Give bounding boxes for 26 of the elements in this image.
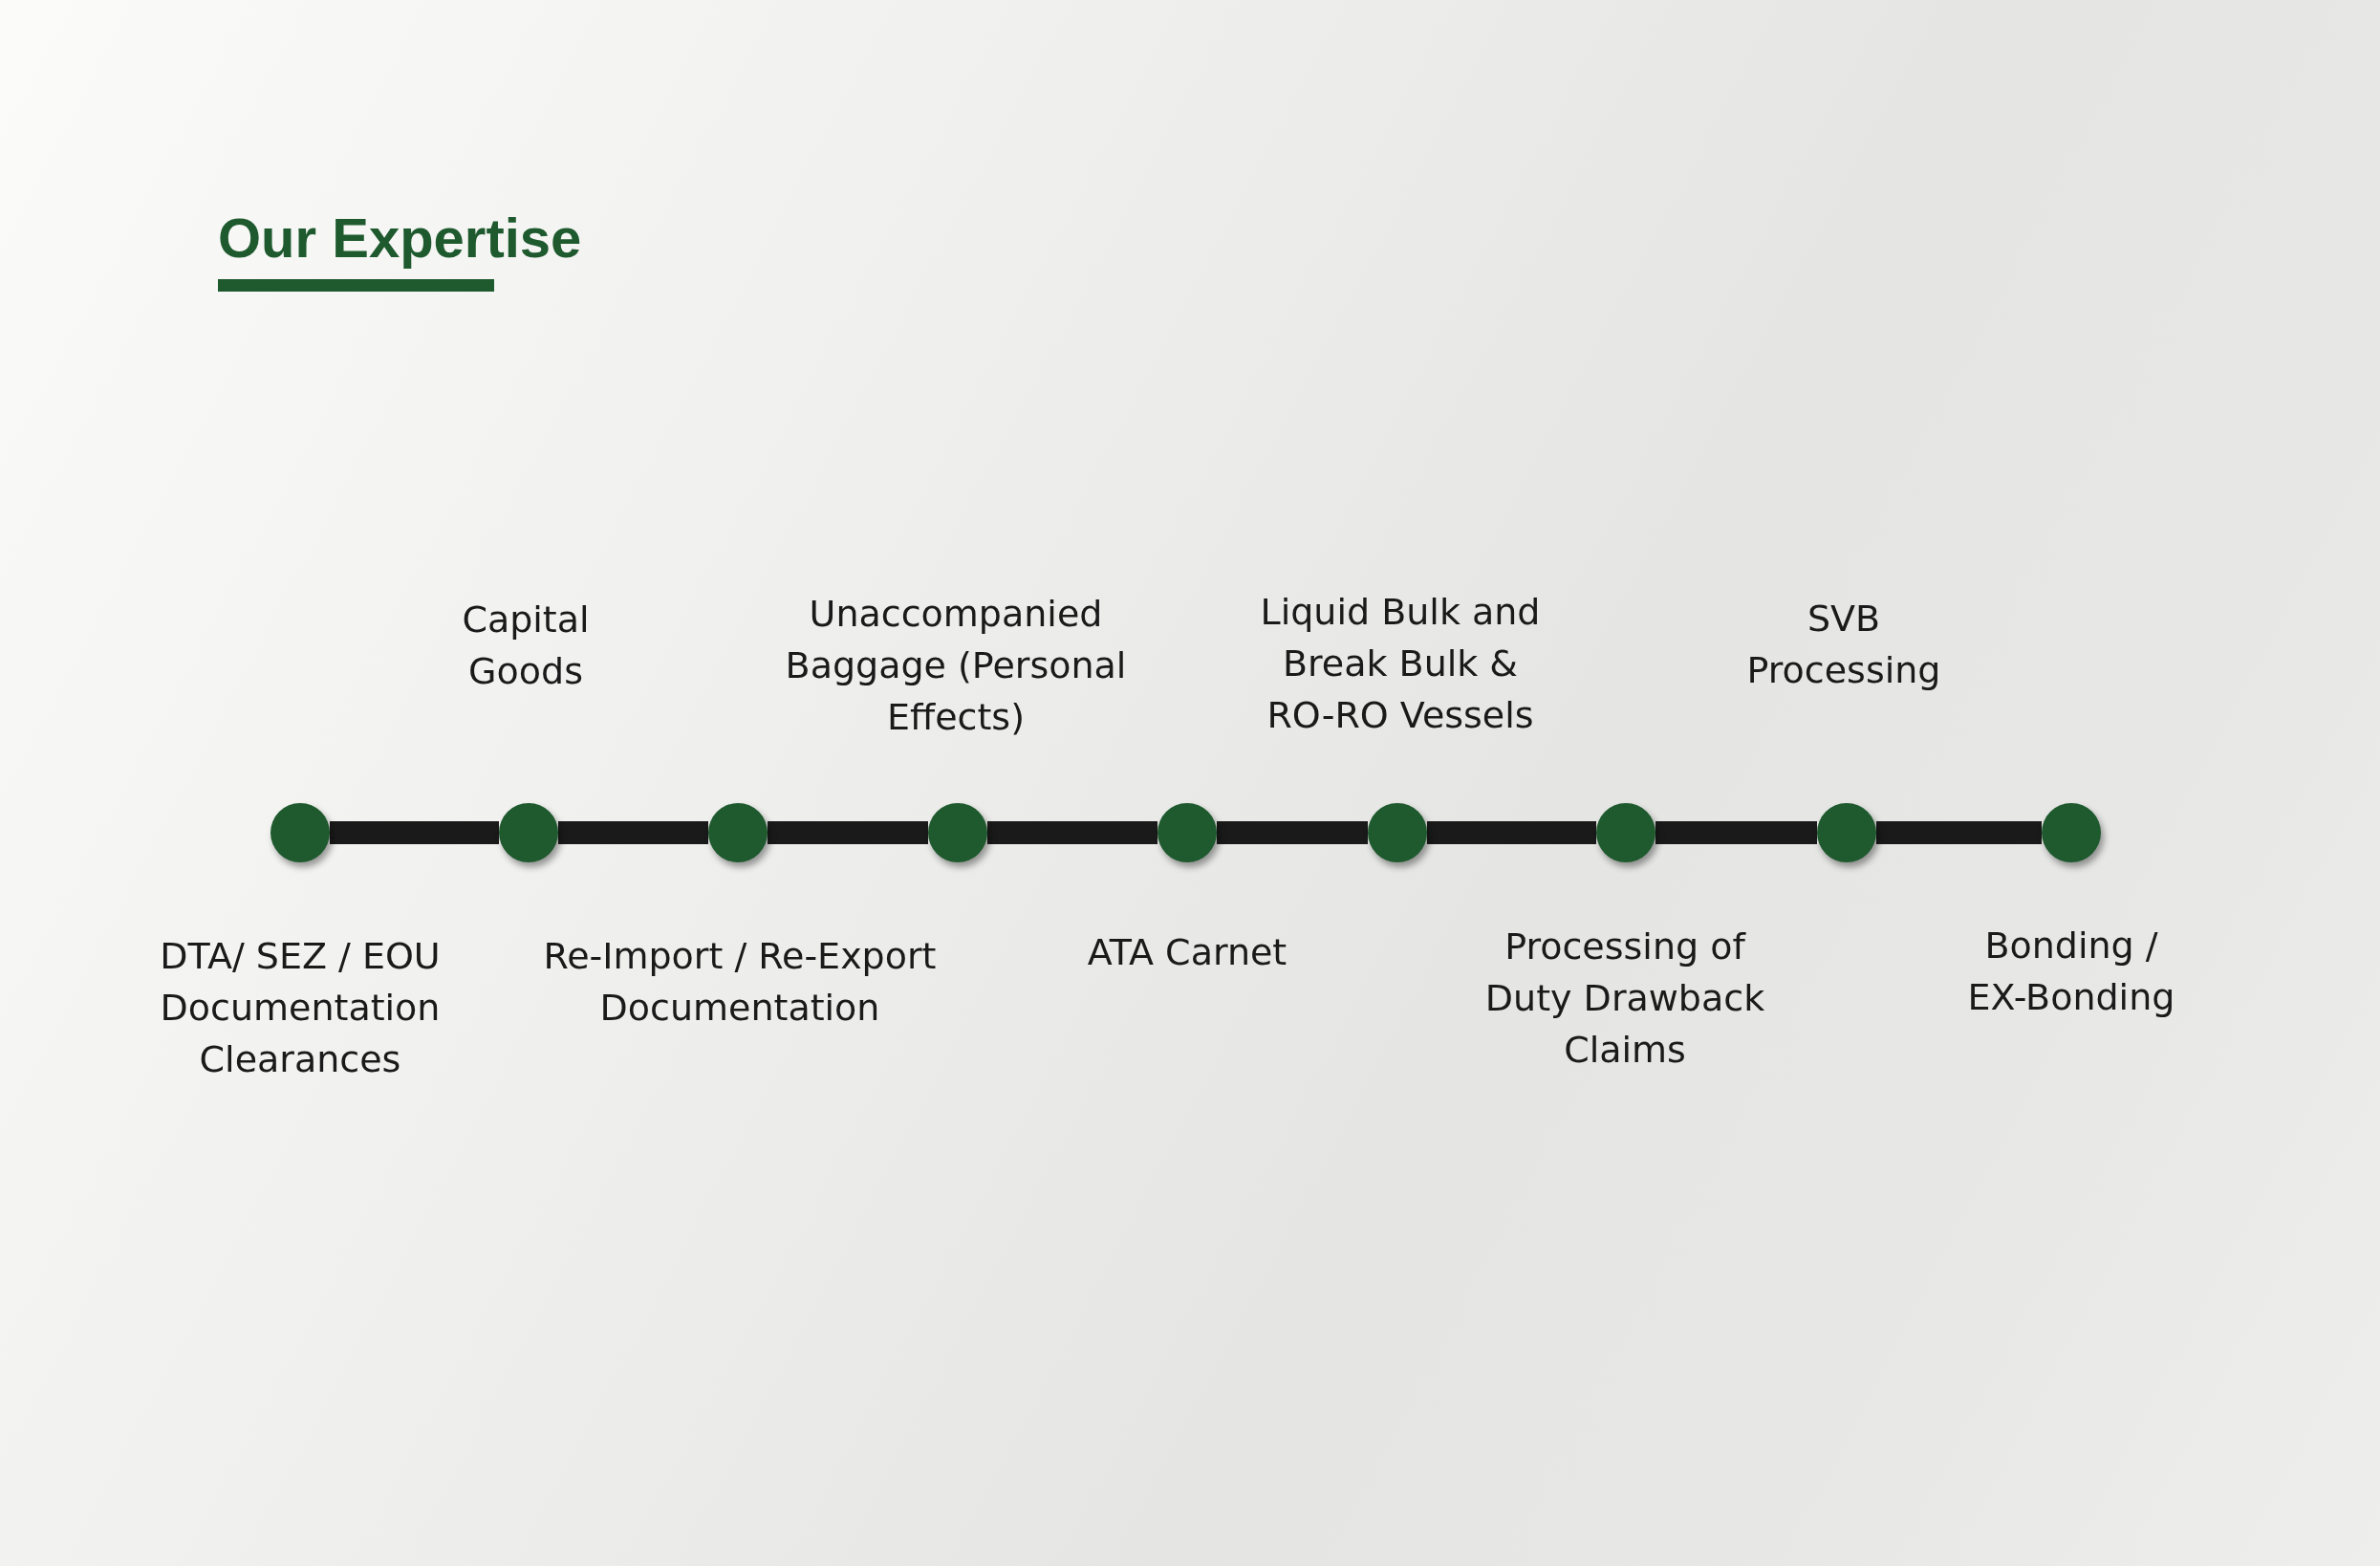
timeline-dot bbox=[270, 803, 330, 862]
timeline-dot bbox=[499, 803, 558, 862]
timeline-dot bbox=[1596, 803, 1655, 862]
timeline-connector bbox=[1427, 821, 1596, 844]
timeline-dot bbox=[1158, 803, 1217, 862]
timeline-connector bbox=[330, 821, 499, 844]
timeline-connector bbox=[768, 821, 928, 844]
timeline-connector bbox=[558, 821, 708, 844]
milestone-label: Liquid Bulk and Break Bulk & RO-RO Vessels bbox=[1259, 590, 1542, 738]
milestone-label: Re-Import / Re-Export Documentation bbox=[542, 934, 938, 1031]
milestone-label: DTA/ SEZ / EOU Documentation Clearances bbox=[159, 934, 442, 1082]
timeline-dot bbox=[928, 803, 987, 862]
timeline-connector bbox=[987, 821, 1158, 844]
milestone-label: Processing of Duty Drawback Claims bbox=[1483, 924, 1766, 1073]
timeline-dot bbox=[1817, 803, 1876, 862]
milestone-label: ATA Carnet bbox=[1086, 930, 1288, 975]
timeline-dot bbox=[708, 803, 768, 862]
timeline-connector bbox=[1217, 821, 1368, 844]
timeline-dot bbox=[1368, 803, 1427, 862]
milestone-label: SVB Processing bbox=[1745, 597, 1942, 693]
timeline-connector bbox=[1655, 821, 1817, 844]
milestone-label: Capital Goods bbox=[461, 598, 591, 694]
milestone-label: Bonding / EX-Bonding bbox=[1966, 924, 2176, 1020]
timeline-connector bbox=[1876, 821, 2042, 844]
timeline-dot bbox=[2042, 803, 2101, 862]
milestone-label: Unaccompanied Baggage (Personal Effects) bbox=[784, 592, 1128, 740]
